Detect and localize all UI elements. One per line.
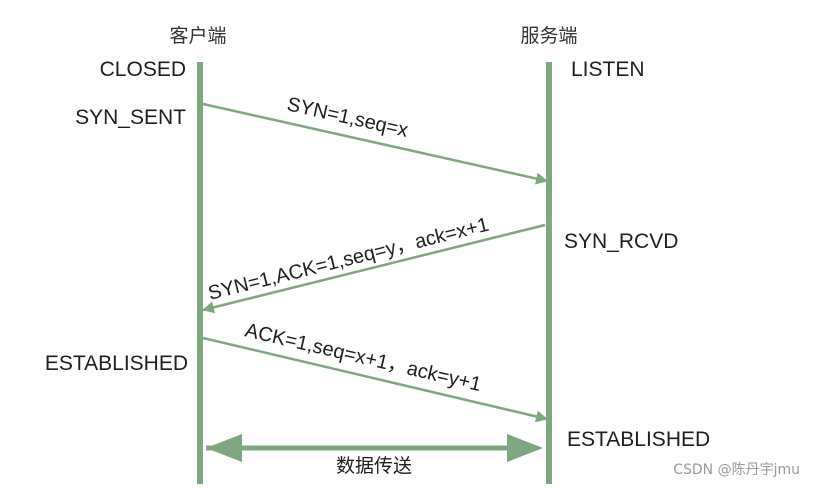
syn-ack-arrow xyxy=(202,223,546,314)
server-state-syn-rcvd: SYN_RCVD xyxy=(564,230,678,253)
syn-arrow xyxy=(202,102,548,185)
server-state-listen: LISTEN xyxy=(571,58,645,81)
data-transfer-label: 数据传送 xyxy=(336,455,412,477)
ack-arrow xyxy=(202,336,548,423)
client-state-established: ESTABLISHED xyxy=(45,352,188,375)
client-state-closed: CLOSED xyxy=(100,58,186,81)
data-transfer-arrowhead-left xyxy=(206,434,242,462)
syn-message-label: SYN=1,seq=x xyxy=(285,93,410,141)
data-transfer-arrowhead-right xyxy=(507,434,543,462)
ack-message-label: ACK=1,seq=x+1，ack=y+1 xyxy=(243,319,483,396)
client-state-syn-sent: SYN_SENT xyxy=(75,106,186,129)
syn-ack-message-label: SYN=1,ACK=1,seq=y，ack=x+1 xyxy=(206,214,491,305)
server-header: 服务端 xyxy=(520,25,577,47)
client-header: 客户端 xyxy=(169,25,226,47)
server-state-established: ESTABLISHED xyxy=(567,428,710,451)
watermark-text: CSDN @陈丹宇jmu xyxy=(673,461,800,478)
